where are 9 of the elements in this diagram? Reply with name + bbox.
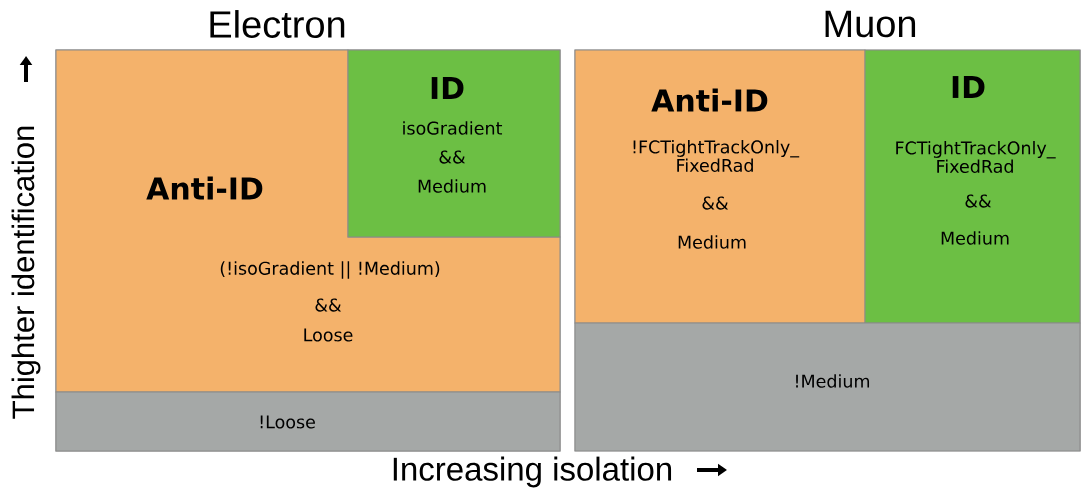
region: !Loose	[55, 391, 561, 452]
axis-label: Increasing isolation	[393, 456, 672, 488]
node-label: Electron	[210, 10, 345, 38]
region: ID FCTightTrackOnly_ FixedRad && Medium	[864, 49, 1081, 324]
region: ID isoGradient && Medium	[347, 49, 561, 238]
node-label: Muon	[825, 10, 916, 38]
axis-label: Thighter identification	[11, 126, 41, 419]
region: Anti-ID !FCTightTrackOnly_ FixedRad && Medium	[574, 49, 866, 324]
region: !Medium	[574, 322, 1081, 452]
